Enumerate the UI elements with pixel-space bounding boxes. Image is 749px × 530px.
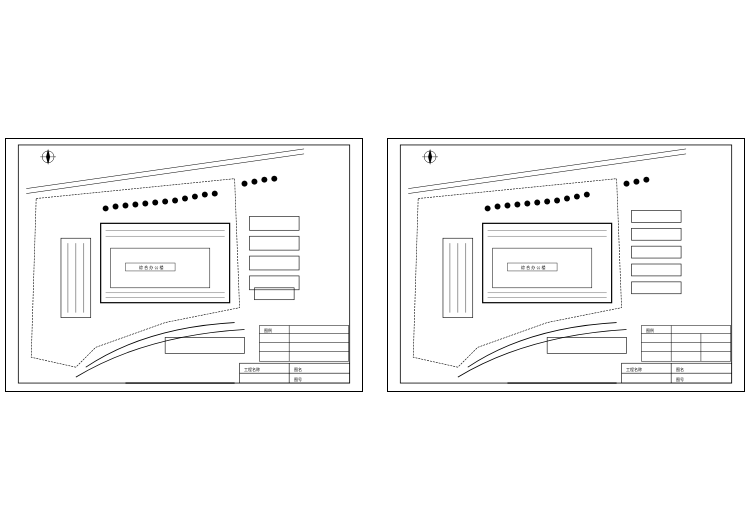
drawing-sheet-right: 综 合 办 公 楼 图例 工程名称 图名 图号 xyxy=(387,138,745,392)
tree-row xyxy=(102,175,278,212)
title-block-drawing-no: 图号 xyxy=(676,377,684,382)
title-block-drawing-name: 图名 xyxy=(676,367,684,372)
title-block-project: 工程名称 xyxy=(244,367,260,372)
north-arrow-icon xyxy=(40,148,57,165)
title-block xyxy=(621,362,732,384)
site-plan-drawing-left xyxy=(17,144,351,384)
title-block-project: 工程名称 xyxy=(626,367,642,372)
legend-table xyxy=(641,325,731,362)
site-plan-drawing-right xyxy=(399,144,733,384)
title-block-drawing-name: 图名 xyxy=(294,367,302,372)
legend-header: 图例 xyxy=(264,328,272,333)
main-building-label: 综 合 办 公 楼 xyxy=(521,265,546,270)
north-arrow-icon xyxy=(422,148,439,165)
legend-header: 图例 xyxy=(646,328,654,333)
main-building-label: 综 合 办 公 楼 xyxy=(139,265,164,270)
title-block xyxy=(239,362,350,384)
drawing-sheet-left: 综 合 办 公 楼 图例 工程名称 图名 图号 xyxy=(5,138,363,392)
tree-row xyxy=(484,176,650,212)
legend-table xyxy=(259,325,349,362)
title-block-drawing-no: 图号 xyxy=(294,377,302,382)
